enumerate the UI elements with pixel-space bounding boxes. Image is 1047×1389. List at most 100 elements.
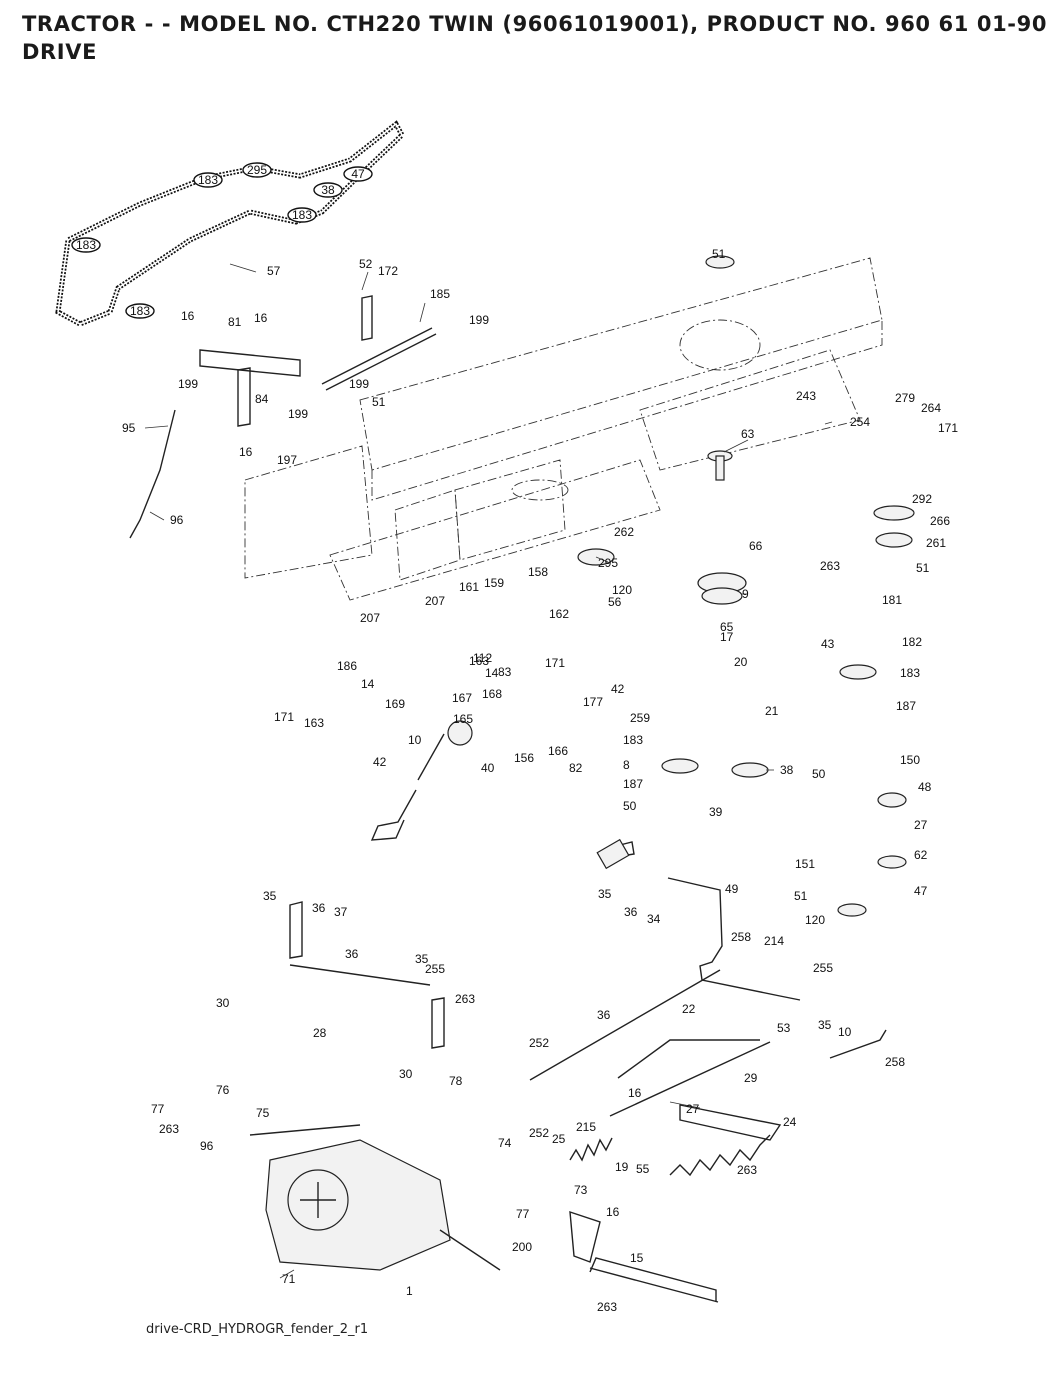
part-number-label: 214 xyxy=(764,934,784,948)
part-number-label: 262 xyxy=(614,525,634,539)
part-number-label: 261 xyxy=(926,536,946,550)
part-number-label: 158 xyxy=(528,565,548,579)
part-number-label: 255 xyxy=(813,961,833,975)
part-number-label: 150 xyxy=(900,753,920,767)
belt-pulley-number: 183 xyxy=(198,173,218,187)
part-number-label: 171 xyxy=(545,656,565,670)
part-number-label: 14 xyxy=(485,666,499,680)
part-number-label: 77 xyxy=(151,1102,165,1116)
part-number-label: 295 xyxy=(598,556,618,570)
part-number-label: 252 xyxy=(529,1036,549,1050)
part-number-label: 76 xyxy=(216,1083,230,1097)
part-number-label: 43 xyxy=(821,637,835,651)
belt-pulley-number: 183 xyxy=(76,238,96,252)
part-number-label: 10 xyxy=(408,733,422,747)
part-number-label: 199 xyxy=(178,377,198,391)
part-number-label: 197 xyxy=(277,453,297,467)
part-number-label: 49 xyxy=(725,882,739,896)
part-number-label: 96 xyxy=(200,1139,214,1153)
part-number-label: 78 xyxy=(449,1074,463,1088)
part-number-label: 165 xyxy=(453,712,473,726)
part-number-label: 35 xyxy=(598,887,612,901)
part-number-label: 16 xyxy=(239,445,253,459)
part-number-label: 181 xyxy=(882,593,902,607)
part-number-label: 19 xyxy=(615,1160,629,1174)
belt-pulley-tag xyxy=(287,207,317,223)
part-number-label: 30 xyxy=(216,996,230,1010)
part-number-label: 16 xyxy=(254,311,268,325)
part-number-label: 14 xyxy=(361,677,375,691)
part-number-label: 81 xyxy=(228,315,242,329)
part-number-label: 9 xyxy=(742,587,749,601)
part-number-label: 30 xyxy=(399,1067,413,1081)
part-number-label: 96 xyxy=(170,513,184,527)
part-number-label: 171 xyxy=(274,710,294,724)
part-number-label: 161 xyxy=(459,580,479,594)
part-number-label: 199 xyxy=(469,313,489,327)
part-number-label: 35 xyxy=(263,889,277,903)
belt-pulley-tag xyxy=(193,172,223,188)
part-number-label: 187 xyxy=(623,777,643,791)
part-number-label: 263 xyxy=(597,1300,617,1314)
part-number-label: 38 xyxy=(780,763,794,777)
part-number-label: 52 xyxy=(359,257,373,271)
part-number-label: 42 xyxy=(611,682,625,696)
part-number-label: 51 xyxy=(712,247,726,261)
part-number-label: 169 xyxy=(385,697,405,711)
part-number-label: 182 xyxy=(902,635,922,649)
part-number-label: 39 xyxy=(709,805,723,819)
part-number-label: 21 xyxy=(765,704,779,718)
part-number-label: 25 xyxy=(552,1132,566,1146)
part-number-label: 35 xyxy=(818,1018,832,1032)
part-number-label: 36 xyxy=(624,905,638,919)
springs xyxy=(569,1134,771,1177)
part-number-label: 10 xyxy=(838,1025,852,1039)
part-number-label: 29 xyxy=(744,1071,758,1085)
part-number-label: 156 xyxy=(514,751,534,765)
part-number-label: 207 xyxy=(360,611,380,625)
part-number-label: 16 xyxy=(606,1205,620,1219)
part-number-label: 34 xyxy=(647,912,661,926)
part-number-label: 50 xyxy=(623,799,637,813)
part-number-label: 27 xyxy=(914,818,928,832)
part-number-label: 263 xyxy=(159,1122,179,1136)
part-number-label: 292 xyxy=(912,492,932,506)
part-number-label: 75 xyxy=(256,1106,270,1120)
part-number-label: 82 xyxy=(569,761,583,775)
part-number-label: 22 xyxy=(682,1002,696,1016)
part-number-label: 63 xyxy=(741,427,755,441)
drawing-id: drive-CRD_HYDROGR_fender_2_r1 xyxy=(146,1322,369,1337)
callout-leaders xyxy=(144,263,833,1279)
part-number-label: 163 xyxy=(304,716,324,730)
part-number-label: 254 xyxy=(850,415,870,429)
part-number-label: 71 xyxy=(282,1272,296,1286)
part-number-label: 207 xyxy=(425,594,445,608)
belt-pulley-tag xyxy=(125,303,155,319)
part-number-label: 16 xyxy=(628,1086,642,1100)
part-number-label: 177 xyxy=(583,695,603,709)
part-number-label: 186 xyxy=(337,659,357,673)
part-number-label: 51 xyxy=(794,889,808,903)
part-number-label: 74 xyxy=(498,1136,512,1150)
tractor-frame xyxy=(244,257,883,601)
part-number-label: 95 xyxy=(122,421,136,435)
part-number-label: 199 xyxy=(288,407,308,421)
belt-pulley-number: 183 xyxy=(292,208,312,222)
part-number-label: 51 xyxy=(372,395,386,409)
part-number-label: 263 xyxy=(455,992,475,1006)
part-number-label: 264 xyxy=(921,401,941,415)
part-number-label: 17 xyxy=(720,630,734,644)
part-number-label: 27 xyxy=(686,1102,700,1116)
part-number-label: 258 xyxy=(731,930,751,944)
part-number-label: 279 xyxy=(895,391,915,405)
part-number-label: 200 xyxy=(512,1240,532,1254)
part-number-label: 8 xyxy=(623,758,630,772)
part-number-label: 66 xyxy=(749,539,763,553)
belt-pulley-number: 183 xyxy=(130,304,150,318)
part-number-label: 199 xyxy=(349,377,369,391)
part-number-label: 263 xyxy=(820,559,840,573)
part-number-label: 73 xyxy=(574,1183,588,1197)
part-number-label: 259 xyxy=(630,711,650,725)
